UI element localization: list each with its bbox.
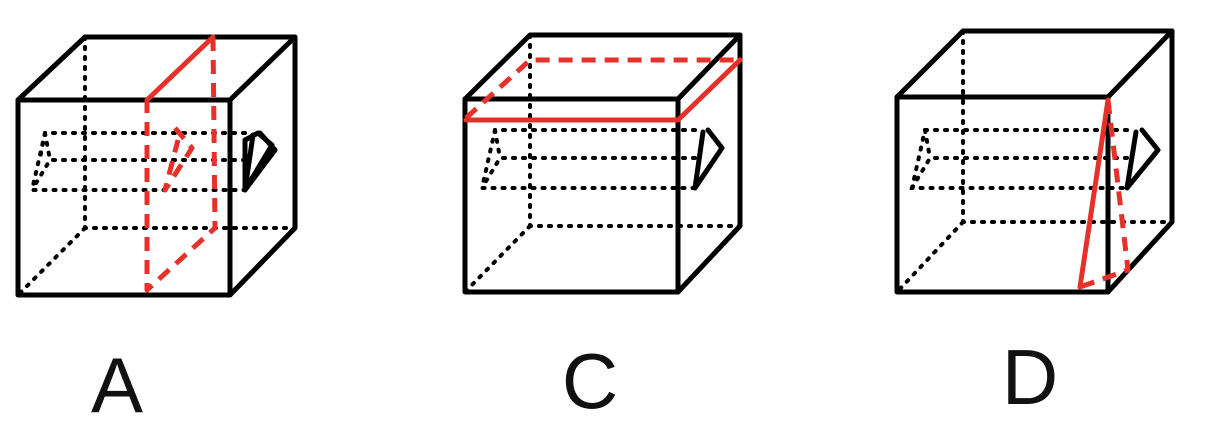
cut-plane-d <box>1077 97 1131 290</box>
prism-end <box>1124 127 1161 191</box>
hidden-edge <box>463 224 532 294</box>
front-face <box>462 96 681 295</box>
right-face <box>227 34 298 298</box>
cut-line-solid <box>1077 97 1111 290</box>
top-face <box>15 34 298 103</box>
hidden-edge <box>16 226 87 297</box>
figure-d: D <box>894 28 1175 421</box>
cut-line-dashed <box>1079 99 1131 290</box>
cut-plane-c <box>463 57 743 123</box>
front-face <box>894 94 1111 295</box>
figure-a: A <box>15 34 298 429</box>
cut-section-prism <box>162 126 195 193</box>
cube-c <box>462 32 743 295</box>
cut-line-solid <box>144 34 216 103</box>
right-face <box>675 32 743 295</box>
figure-c: C <box>462 32 743 425</box>
hidden-edge <box>961 29 1174 224</box>
hidden-prism <box>909 128 1129 190</box>
right-face <box>1105 28 1175 295</box>
figure-label: C <box>562 337 618 425</box>
top-face <box>894 28 1175 100</box>
hidden-prism <box>479 128 697 190</box>
figure-label: A <box>91 341 143 429</box>
cut-plane-a <box>144 34 218 293</box>
cut-line-dashed <box>144 36 218 293</box>
prism-end <box>692 127 725 191</box>
front-face <box>15 97 233 298</box>
cube-a <box>15 34 298 298</box>
top-face <box>462 32 743 102</box>
cut-line-solid <box>463 57 743 123</box>
figure-label: D <box>1002 333 1058 421</box>
cube-d <box>894 28 1175 295</box>
hidden-edge <box>895 220 965 294</box>
cut-line-dashed <box>464 57 740 120</box>
